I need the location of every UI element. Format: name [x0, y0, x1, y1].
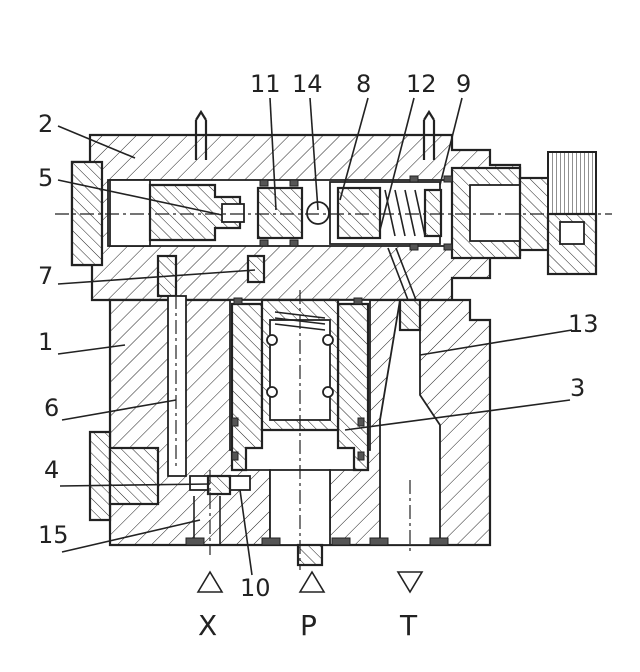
port-x-label: X — [198, 609, 217, 642]
callout-15: 15 — [38, 521, 69, 549]
callout-7: 7 — [38, 262, 53, 290]
port-p-arrow — [298, 570, 326, 593]
callout-9: 9 — [456, 70, 471, 98]
callout-10: 10 — [240, 574, 271, 602]
pilot-housing — [70, 109, 598, 302]
callout-8: 8 — [356, 70, 371, 98]
callout-2: 2 — [38, 110, 53, 138]
callout-13: 13 — [568, 310, 599, 338]
port-x-arrow — [196, 570, 224, 593]
callout-labels: 2 5 7 1 6 4 15 10 11 14 8 12 9 13 3 — [38, 70, 599, 602]
main-body — [88, 295, 492, 567]
port-p-label: P — [300, 609, 317, 642]
port-t-arrow — [396, 571, 424, 594]
callout-6: 6 — [44, 394, 59, 422]
callout-11: 11 — [250, 70, 281, 98]
callout-14: 14 — [292, 70, 323, 98]
callout-4: 4 — [44, 456, 59, 484]
callout-5: 5 — [38, 164, 53, 192]
callout-3: 3 — [570, 374, 585, 402]
port-symbols: X P T — [196, 570, 424, 642]
callout-1: 1 — [38, 328, 53, 356]
callout-12: 12 — [406, 70, 437, 98]
port-t-label: T — [399, 609, 418, 642]
leader-lines — [57, 97, 573, 576]
centerlines — [55, 213, 612, 570]
